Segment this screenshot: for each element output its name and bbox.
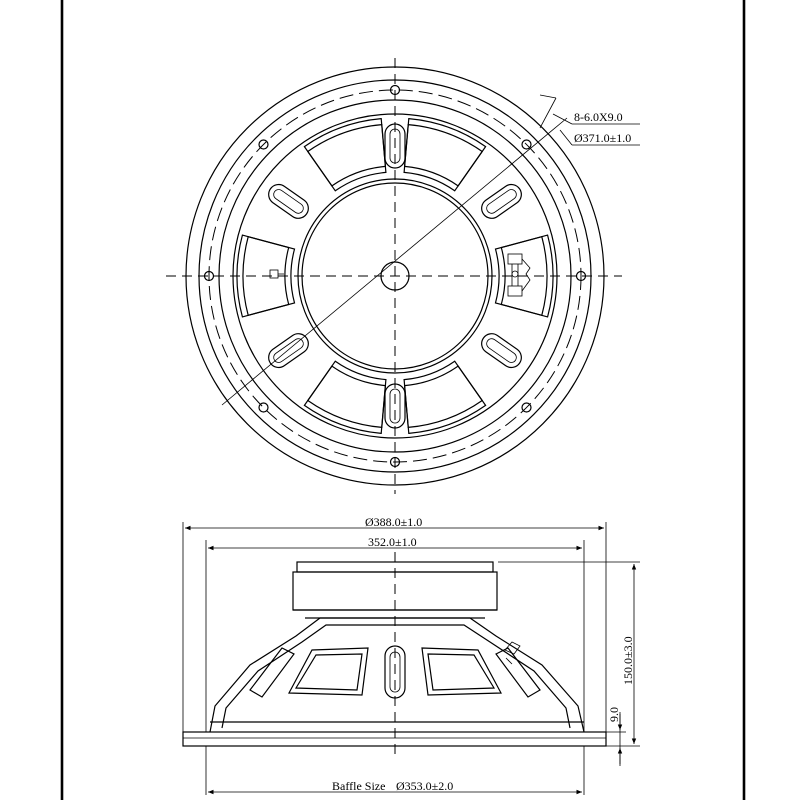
overall-depth-label: 150.0±3.0 [621, 636, 635, 685]
mounting-hole [521, 139, 532, 150]
front-view: 8-6.0X9.0 Ø371.0±1.0 [166, 58, 640, 494]
basket-slot [384, 383, 406, 429]
hole-spec-label: 8-6.0X9.0 [574, 110, 623, 124]
basket-slot-inner [273, 189, 304, 214]
terminal-screw [511, 270, 519, 278]
basket-window [403, 117, 487, 192]
basket-window-inner [242, 235, 290, 317]
left-lead-tab [269, 269, 279, 279]
basket-window [303, 360, 387, 435]
hole-spec-leader [552, 113, 573, 125]
side-terminal [504, 641, 521, 665]
terminal-block [507, 253, 531, 297]
basket-window-inner [306, 365, 387, 429]
mount-circle-leader [559, 129, 573, 146]
side-window-right-inner [427, 653, 496, 691]
terminal-strap [511, 264, 519, 286]
basket-window [303, 117, 387, 192]
terminal-lead-wire [521, 258, 531, 292]
outer-diameter-label: Ø388.0±1.0 [365, 515, 422, 529]
mount-circle-label: Ø371.0±1.0 [574, 131, 631, 145]
inner-diameter-label: 352.0±1.0 [368, 535, 417, 549]
diameter-leader-line [221, 117, 568, 406]
basket-window-inner [403, 365, 484, 429]
basket-profile-inner [221, 624, 571, 729]
basket-slot-inner [389, 388, 401, 424]
side-slot-right [495, 647, 541, 698]
basket-window-inner [306, 123, 387, 187]
baffle-size-label: Baffle Size [332, 779, 385, 793]
side-window-left [288, 647, 369, 696]
terminal-top [507, 253, 523, 265]
hole-leader-extension [539, 94, 557, 99]
basket-slot [481, 183, 522, 219]
mounting-hole [258, 402, 269, 413]
side-window-left-inner [294, 653, 363, 691]
basket-slot [268, 333, 309, 369]
side-slot-left [249, 647, 295, 698]
basket-slot-inner [273, 338, 304, 363]
mounting-hole [258, 139, 269, 150]
baffle-size-value: Ø353.0±2.0 [396, 779, 453, 793]
basket-window-inner [403, 123, 484, 187]
basket-slot-inner [486, 189, 517, 214]
basket-slot [481, 333, 522, 369]
mounting-hole [521, 402, 532, 413]
terminal-bottom [507, 285, 523, 297]
basket-window-inner [500, 235, 548, 317]
basket-slot [268, 183, 309, 219]
side-view: Ø388.0±1.0 352.0±1.0 150.0±3.0 9.0 Baffl… [182, 515, 640, 795]
hole-leader-line [539, 97, 557, 129]
side-window-right [421, 647, 502, 696]
basket-slot-inner [486, 338, 517, 363]
basket-window [403, 360, 487, 435]
flange-depth-label: 9.0 [607, 707, 621, 722]
